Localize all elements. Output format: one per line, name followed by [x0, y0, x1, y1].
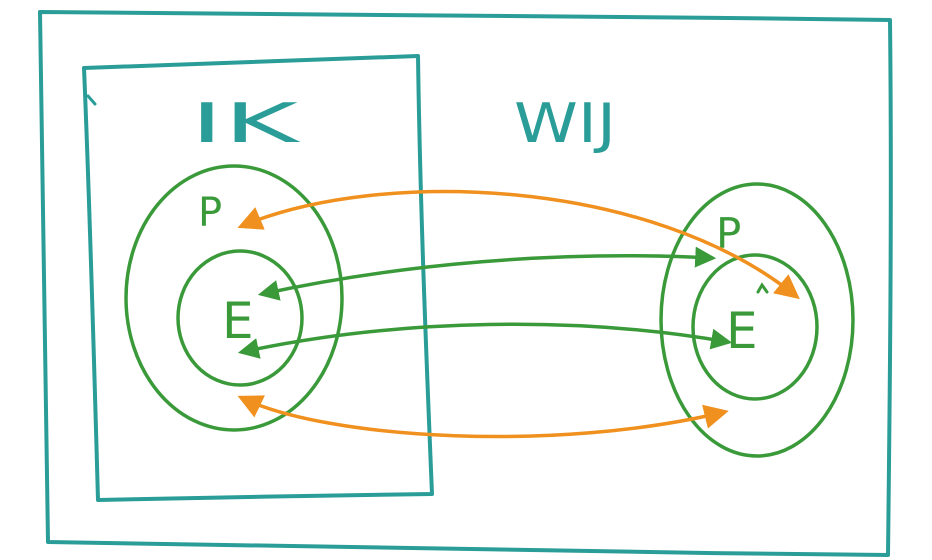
- ik-box-tick: [86, 94, 97, 106]
- wij-label: WIJ: [514, 92, 616, 155]
- right-inner-label: E: [726, 302, 758, 360]
- right-outer-label: P: [716, 209, 741, 258]
- green-arrow-upper: [257, 246, 717, 301]
- ik-box: [82, 54, 434, 502]
- right-outer-circle: [659, 182, 855, 458]
- left-inner-label: E: [222, 292, 254, 350]
- left-outer-label: P: [198, 190, 222, 236]
- right-inner-label-accent: [756, 282, 769, 294]
- orange-arrow-top: [237, 189, 800, 300]
- outer-frame: [38, 10, 893, 557]
- ik-label: IK: [190, 92, 301, 155]
- orange-arrow-bottom: [237, 395, 729, 439]
- green-arrow-lower: [237, 322, 733, 359]
